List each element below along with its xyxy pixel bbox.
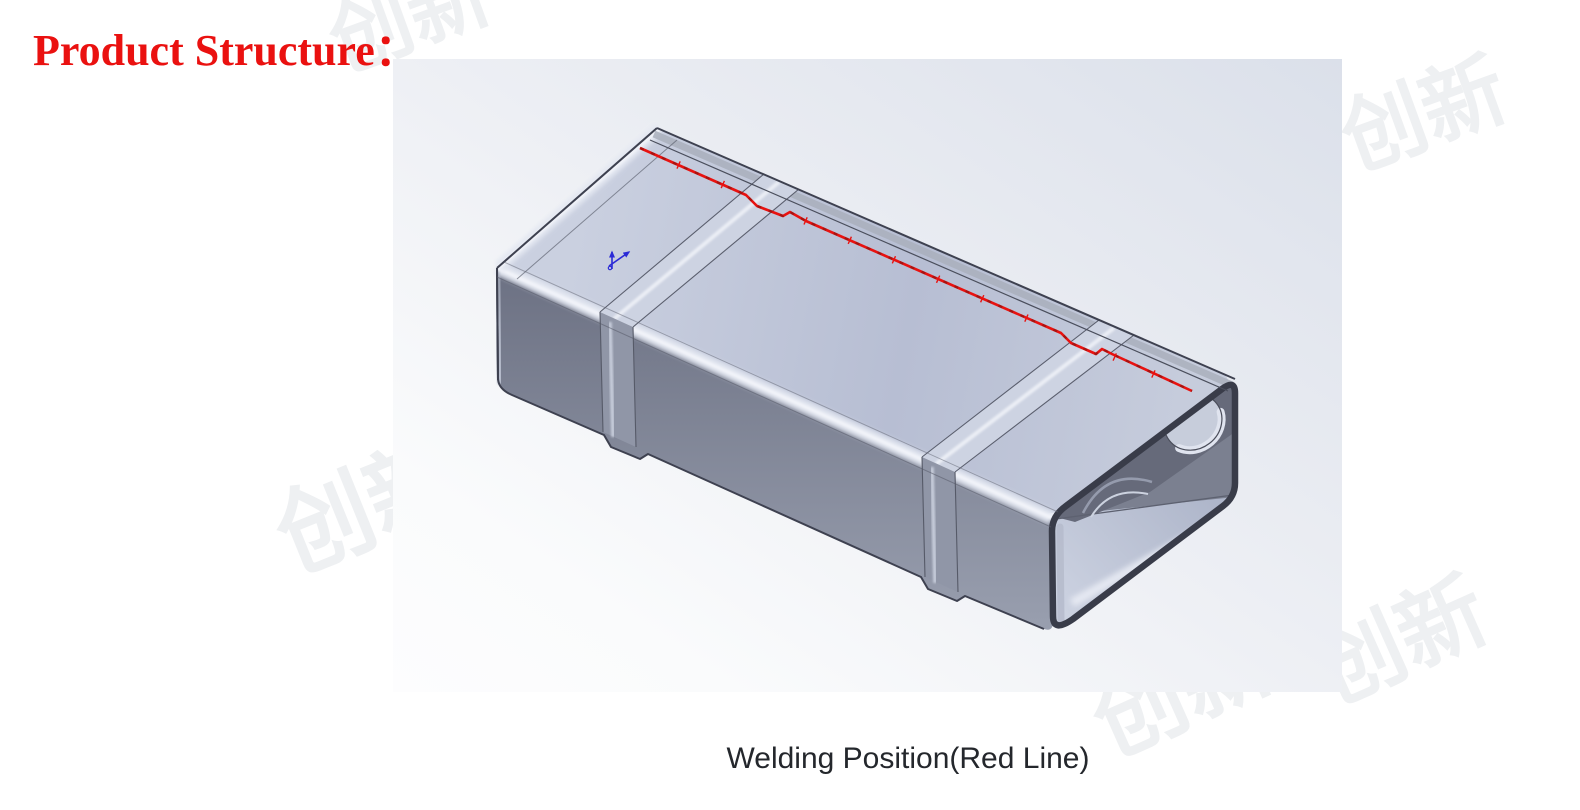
- stiffening-rib-1[interactable]: [599, 173, 800, 448]
- tube-front-face[interactable]: [497, 268, 1053, 630]
- tube-top-face[interactable]: [503, 131, 1228, 514]
- watermark-text: 创新: [1328, 39, 1520, 190]
- tube-open-end[interactable]: [1048, 378, 1239, 629]
- cad-viewport[interactable]: [393, 59, 1342, 692]
- page-title: Product Structure：: [33, 26, 419, 75]
- weld-tick-marks: [676, 161, 1156, 378]
- open-end-rim: [1048, 381, 1239, 629]
- tube-model[interactable]: [494, 124, 1239, 630]
- stiffening-rib-2[interactable]: [921, 319, 1135, 593]
- model-edges: [496, 127, 1236, 630]
- caption: Welding Position(Red Line): [726, 742, 1090, 775]
- model-canvas[interactable]: [393, 59, 1342, 692]
- rib-inner-bulge: [1081, 477, 1153, 514]
- weld-line[interactable]: [639, 146, 1193, 393]
- origin-triad-icon: [607, 250, 631, 271]
